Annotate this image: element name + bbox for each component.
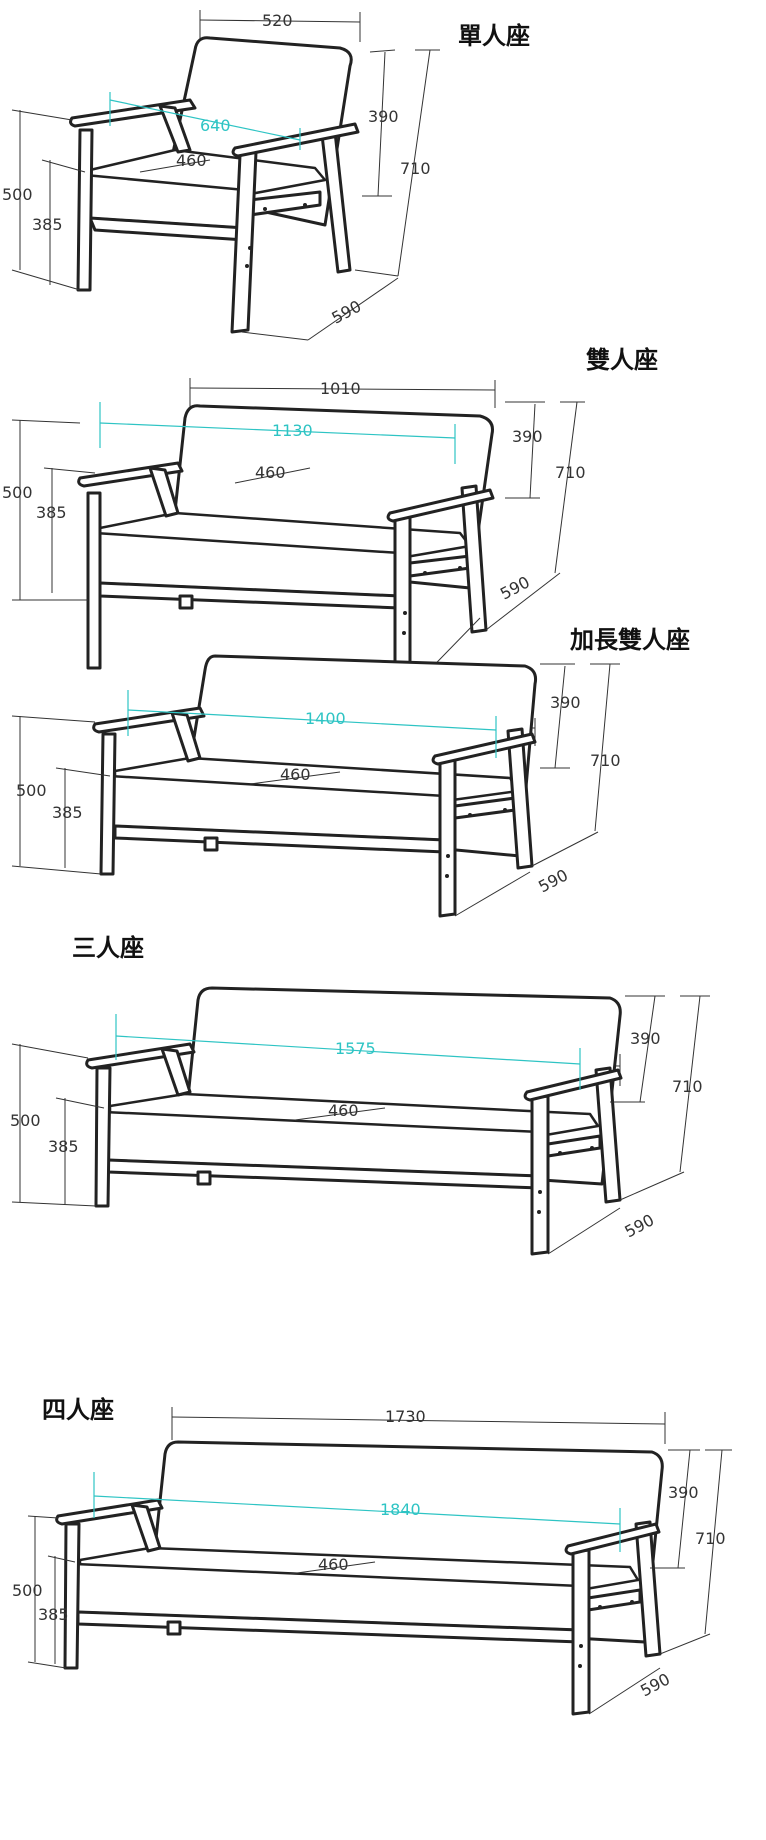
front-left-leg — [86, 491, 102, 670]
seat-depth-label: 590 — [637, 1669, 673, 1700]
front-left-leg — [76, 128, 94, 292]
depth-label: 460 — [280, 765, 311, 784]
arm-height-label: 500 — [10, 1111, 41, 1130]
seat-height-label: 385 — [52, 803, 83, 822]
inner-width-label: 1130 — [272, 421, 313, 440]
sofa-diagram-triple: 1465 1575 460 390 710 590 500 385 三人座 — [0, 933, 766, 1472]
right-armrest — [386, 488, 495, 523]
front-left-leg — [99, 732, 117, 876]
right-armrest — [564, 1522, 661, 1556]
front-right-leg — [571, 1548, 591, 1716]
inner-width-label: 640 — [200, 116, 231, 135]
seat-height-label: 385 — [38, 1605, 69, 1624]
sofa-title: 雙人座 — [586, 345, 658, 374]
inner-width-label: 1840 — [380, 1500, 421, 1519]
depth-label: 460 — [318, 1555, 349, 1574]
front-right-leg — [530, 1094, 550, 1256]
back-height-label: 390 — [668, 1483, 699, 1502]
sofa-drawing-single: 520 640 460 390 710 590 500 385 單人座 — [2, 10, 530, 341]
sofa-title: 三人座 — [72, 933, 144, 962]
back-height-label: 390 — [512, 427, 543, 446]
front-right-leg — [438, 757, 457, 918]
seat-depth-label: 590 — [535, 865, 571, 896]
right-armrest — [523, 1068, 623, 1102]
inner-width-label: 1400 — [305, 709, 346, 728]
sofa-diagram-long-double: 1290 1400 460 390 710 590 500 385 加長雙人座 — [0, 625, 766, 1104]
arm-height-label: 500 — [2, 483, 33, 502]
width-label: 1010 — [320, 379, 361, 398]
sofa-drawing-long-double: 1290 1400 460 390 710 590 500 385 加長雙人座 — [11, 625, 690, 918]
seat-depth-label: 590 — [621, 1210, 657, 1241]
total-height-label: 710 — [695, 1529, 726, 1548]
sofa-drawing-double: 1010 1130 460 390 710 590 500 385 雙人座 — [2, 345, 658, 692]
total-height-label: 710 — [555, 463, 586, 482]
depth-label: 460 — [176, 151, 207, 170]
sofa-diagram-double: 1010 1130 460 390 710 590 500 385 雙人座 — [0, 345, 766, 736]
back-height-label: 390 — [368, 107, 399, 126]
sofa-title: 單人座 — [458, 21, 530, 50]
front-left-leg — [63, 1522, 81, 1670]
sofa-drawing-triple: 1465 1575 460 390 710 590 500 385 三人座 — [10, 933, 710, 1256]
width-label: 520 — [262, 11, 293, 30]
total-height-label: 710 — [400, 159, 431, 178]
total-height-label: 710 — [672, 1077, 703, 1096]
sofa-diagram-single: 520 640 460 390 710 590 500 385 單人座 — [0, 0, 766, 368]
seat-height-label: 385 — [32, 215, 63, 234]
sofa-title: 加長雙人座 — [570, 625, 690, 654]
back-height-label: 390 — [630, 1029, 661, 1048]
sofa-drawing-quad: 1730 1840 460 390 710 590 500 385 四人座 — [12, 1395, 732, 1716]
arm-height-label: 500 — [16, 781, 47, 800]
right-armrest — [431, 732, 537, 766]
front-left-leg — [94, 1066, 112, 1208]
seat-height-label: 385 — [48, 1137, 79, 1156]
inner-width-label: 1575 — [335, 1039, 376, 1058]
sofa-diagram-quad: 1730 1840 460 390 710 590 500 385 四人座 — [0, 1395, 766, 1840]
right-armrest — [231, 122, 360, 158]
seat-height-label: 385 — [36, 503, 67, 522]
seat-depth-label: 590 — [328, 297, 364, 328]
sofa-title: 四人座 — [42, 1395, 114, 1424]
seat-depth-label: 590 — [497, 572, 533, 603]
total-height-label: 710 — [590, 751, 621, 770]
width-label: 1730 — [385, 1407, 426, 1426]
arm-height-label: 500 — [2, 185, 33, 204]
depth-label: 460 — [328, 1101, 359, 1120]
back-height-label: 390 — [550, 693, 581, 712]
arm-height-label: 500 — [12, 1581, 43, 1600]
depth-label: 460 — [255, 463, 286, 482]
